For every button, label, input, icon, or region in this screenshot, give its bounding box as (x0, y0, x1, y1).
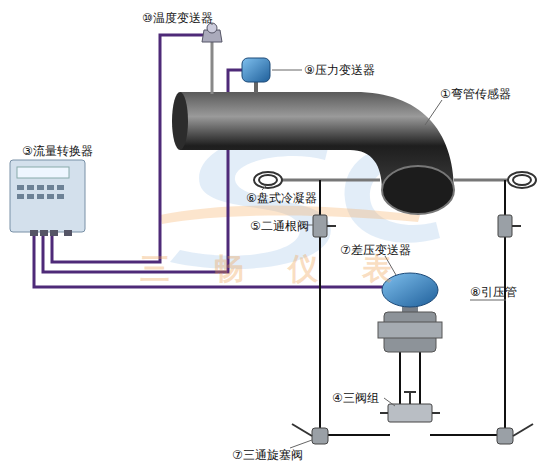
impulse-lines (320, 180, 505, 435)
callout-label: ⑨压力变送器 (304, 63, 375, 77)
temperature-transmitter (202, 23, 222, 94)
callout-label: ⑩温度变送器 (142, 11, 213, 25)
watermark-text: 三畅仪表 (140, 252, 436, 286)
logo-watermark (170, 134, 331, 269)
three-valve-manifold (380, 392, 440, 422)
signal-wires (34, 35, 383, 287)
callout-label: ⑤二通根阀 (250, 219, 309, 233)
elbow-pipe (172, 92, 454, 214)
callout-label: ①弯管传感器 (440, 87, 511, 101)
root-valve (313, 215, 521, 237)
coil-condenser (254, 172, 536, 188)
callout-label: ⑥盘式冷凝器 (246, 191, 317, 205)
tap-tubes (282, 179, 508, 182)
leader-lines (212, 23, 506, 448)
flow-converter (10, 160, 85, 236)
three-way-cock (292, 424, 533, 444)
callout-label: ⑧引压管 (470, 285, 517, 299)
pressure-transmitter (242, 58, 270, 93)
callout-label: ⑦三通旋塞阀 (232, 448, 303, 462)
callout-label: ③流量转换器 (22, 144, 93, 158)
callout-label: ④三阀组 (332, 391, 379, 405)
